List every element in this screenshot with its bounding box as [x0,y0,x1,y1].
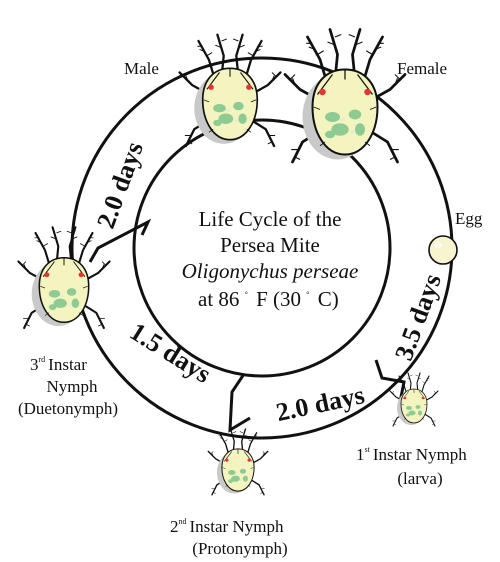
svg-text:(Duetonymph): (Duetonymph) [18,399,118,418]
temp-prefix: at 86 [198,287,239,311]
segment-dividers [88,218,406,433]
label-male: Male [124,59,159,78]
svg-text:(larva): (larva) [397,469,442,488]
title-line-2: Persea Mite [220,233,320,257]
title-line-1: Life Cycle of the [199,207,342,231]
species-name: Oligonychus perseae [182,259,359,283]
temperature-line: at 86 ° F (30 ° C) [198,278,339,311]
label-female: Female [397,59,447,78]
center-title: Life Cycle of the Persea Mite Oligonychu… [182,207,359,311]
svg-text:Nymph: Nymph [47,377,99,396]
temp-f: F (30 [256,287,301,311]
label-egg: Egg [455,209,483,228]
egg-icon [428,235,458,265]
temp-c: C) [318,287,339,311]
cycle-ring [70,56,454,440]
svg-text:(Protonymph): (Protonymph) [192,539,287,558]
